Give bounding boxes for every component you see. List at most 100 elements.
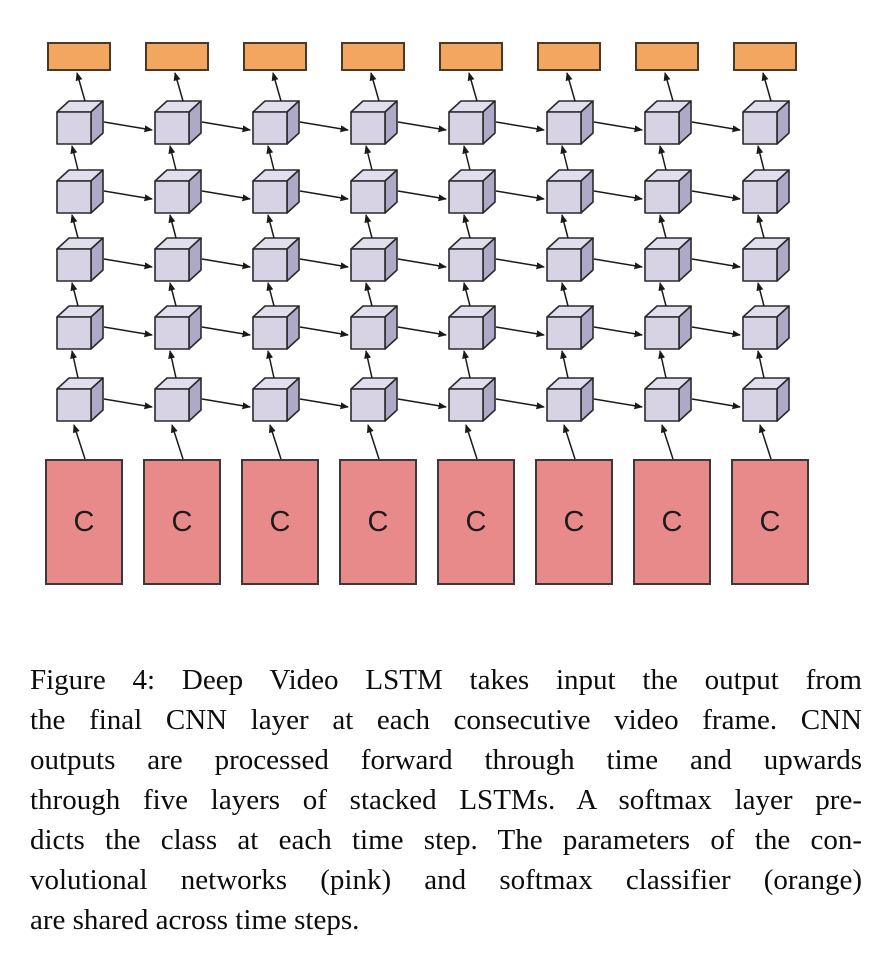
- arrow-temporal-forward: [691, 190, 741, 202]
- lstm-cube: [252, 100, 300, 145]
- arrow-lstm-stack-up: [70, 145, 79, 171]
- lstm-cube: [644, 377, 692, 422]
- arrow-lstm-to-softmax: [467, 72, 478, 102]
- arrow-temporal-forward: [495, 258, 545, 270]
- softmax-box: [635, 42, 699, 71]
- lstm-cube: [154, 100, 202, 145]
- softmax-box: [537, 42, 601, 71]
- arrow-lstm-stack-up: [462, 282, 471, 307]
- arrow-lstm-stack-up: [756, 214, 765, 239]
- arrow-temporal-forward: [103, 121, 153, 133]
- lstm-cube: [448, 169, 496, 214]
- arrow-lstm-stack-up: [168, 350, 177, 379]
- softmax-box: [47, 42, 111, 71]
- cnn-box: C: [535, 459, 613, 585]
- arrow-temporal-forward: [201, 258, 251, 270]
- lstm-cube: [546, 237, 594, 282]
- cnn-box-label: C: [563, 505, 585, 538]
- arrow-cnn-to-lstm: [366, 424, 380, 460]
- lstm-cube: [546, 305, 594, 350]
- arrow-lstm-stack-up: [364, 282, 373, 307]
- softmax-box: [733, 42, 797, 71]
- lstm-cube: [448, 377, 496, 422]
- arrow-lstm-to-softmax: [761, 72, 772, 102]
- arrow-cnn-to-lstm: [562, 424, 576, 460]
- arrow-cnn-to-lstm: [268, 424, 282, 460]
- caption-line: dicts the class at each time step. The p…: [30, 824, 862, 856]
- lstm-cube: [252, 377, 300, 422]
- lstm-cube: [742, 305, 790, 350]
- arrow-temporal-forward: [495, 190, 545, 202]
- lstm-cube: [154, 377, 202, 422]
- arrow-temporal-forward: [397, 258, 447, 270]
- lstm-cube: [742, 377, 790, 422]
- arrow-temporal-forward: [201, 121, 251, 133]
- lstm-cube: [56, 169, 104, 214]
- caption-line: Figure 4: Deep Video LSTM takes input th…: [30, 664, 862, 696]
- arrow-temporal-forward: [691, 258, 741, 270]
- arrow-temporal-forward: [103, 398, 153, 410]
- arrow-temporal-forward: [201, 190, 251, 202]
- arrow-lstm-stack-up: [70, 214, 79, 239]
- arrow-lstm-stack-up: [462, 145, 471, 171]
- softmax-box: [145, 42, 209, 71]
- lstm-cube: [742, 237, 790, 282]
- cnn-box-label: C: [269, 505, 291, 538]
- arrow-temporal-forward: [593, 121, 643, 133]
- softmax-box: [243, 42, 307, 71]
- lstm-cubes-and-arrows: [56, 72, 790, 460]
- arrow-temporal-forward: [593, 398, 643, 410]
- caption-line: volutional networks (pink) and softmax c…: [30, 864, 862, 896]
- arrow-lstm-stack-up: [756, 145, 765, 171]
- arrow-temporal-forward: [397, 326, 447, 338]
- arrow-lstm-stack-up: [462, 214, 471, 239]
- lstm-cube: [350, 377, 398, 422]
- lstm-cube: [448, 305, 496, 350]
- lstm-cube: [350, 237, 398, 282]
- lstm-cube: [56, 305, 104, 350]
- arrow-lstm-stack-up: [756, 350, 765, 379]
- lstm-cube: [546, 100, 594, 145]
- arrow-temporal-forward: [691, 121, 741, 133]
- arrow-lstm-stack-up: [168, 214, 177, 239]
- arrow-temporal-forward: [103, 258, 153, 270]
- lstm-cube: [644, 100, 692, 145]
- arrow-temporal-forward: [593, 258, 643, 270]
- arrow-lstm-stack-up: [756, 282, 765, 307]
- arrow-temporal-forward: [397, 121, 447, 133]
- arrow-temporal-forward: [495, 121, 545, 133]
- arrow-lstm-to-softmax: [173, 72, 184, 102]
- caption-line: through five layers of stacked LSTMs. A …: [30, 784, 862, 816]
- arrow-lstm-stack-up: [462, 350, 471, 379]
- arrow-lstm-stack-up: [560, 145, 569, 171]
- arrow-cnn-to-lstm: [72, 424, 86, 460]
- lstm-cube: [154, 237, 202, 282]
- lstm-cube: [644, 169, 692, 214]
- lstm-cube: [546, 377, 594, 422]
- arrow-cnn-to-lstm: [758, 424, 772, 460]
- arrow-lstm-stack-up: [658, 282, 667, 307]
- lstm-cube: [742, 169, 790, 214]
- arrow-lstm-stack-up: [560, 350, 569, 379]
- cnn-box-label: C: [465, 505, 487, 538]
- arrow-temporal-forward: [495, 326, 545, 338]
- lstm-cube: [644, 237, 692, 282]
- cnn-box: C: [45, 459, 123, 585]
- arrow-lstm-to-softmax: [271, 72, 282, 102]
- lstm-cube: [252, 305, 300, 350]
- arrow-lstm-stack-up: [560, 282, 569, 307]
- arrow-lstm-to-softmax: [75, 72, 86, 102]
- arrow-lstm-stack-up: [266, 145, 275, 171]
- arrow-temporal-forward: [299, 190, 349, 202]
- cnn-box: C: [437, 459, 515, 585]
- lstm-cube: [546, 169, 594, 214]
- lstm-cube: [448, 237, 496, 282]
- lstm-cube: [350, 169, 398, 214]
- arrow-lstm-stack-up: [168, 145, 177, 171]
- lstm-cube: [56, 377, 104, 422]
- arrow-temporal-forward: [299, 398, 349, 410]
- arrow-lstm-stack-up: [364, 350, 373, 379]
- arrow-temporal-forward: [397, 190, 447, 202]
- arrow-temporal-forward: [495, 398, 545, 410]
- arrow-temporal-forward: [397, 398, 447, 410]
